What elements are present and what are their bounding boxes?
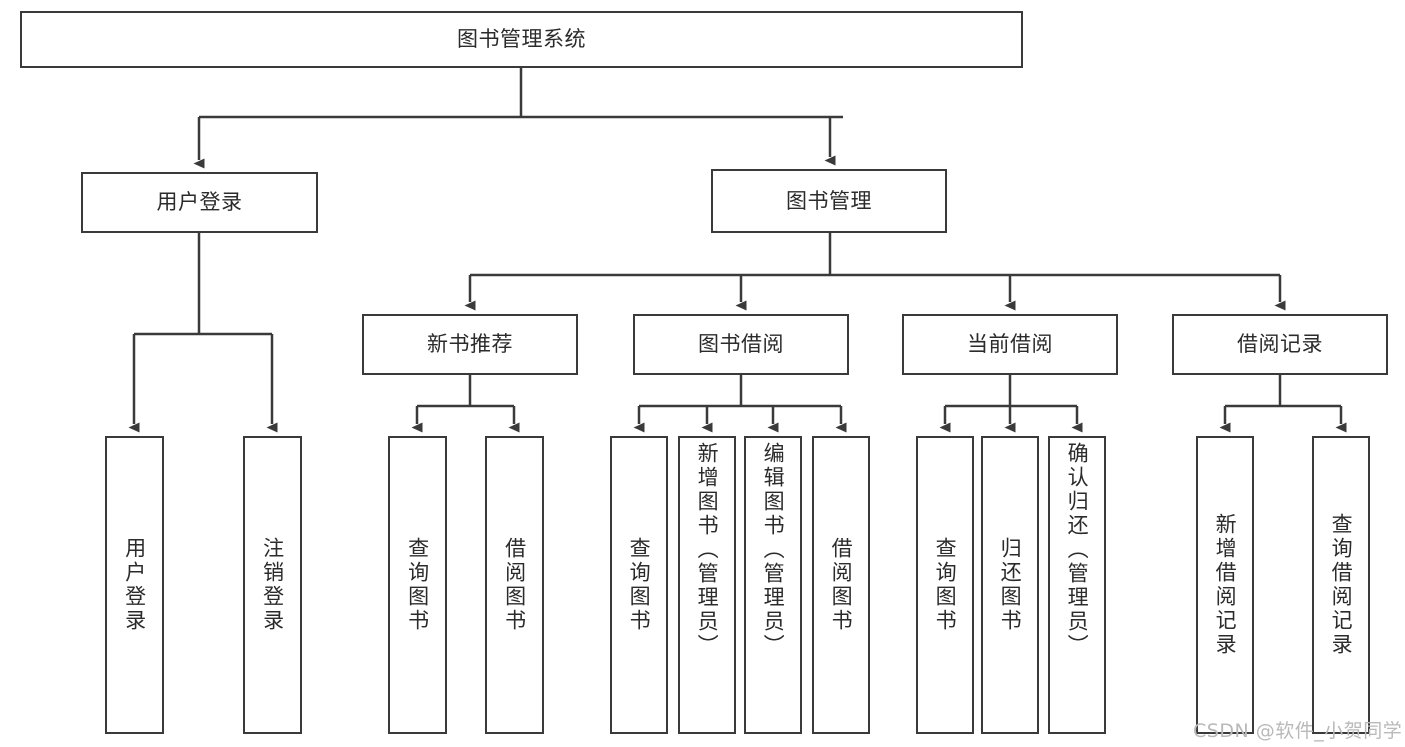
node-leaf-borrow-borrow-book[interactable]: 借阅图书 — [812, 436, 870, 734]
node-current-borrow-label: 当前借阅 — [967, 332, 1053, 357]
node-leaf-cur-return-book[interactable]: 归还图书 — [981, 436, 1039, 734]
node-leaf-user-logout[interactable]: 注销登录 — [243, 436, 302, 734]
node-leaf-cur-return-book-label: 归还图书 — [998, 537, 1023, 633]
node-leaf-rec-query-book-label: 查询图书 — [405, 537, 430, 633]
node-new-book-rec[interactable]: 新书推荐 — [362, 314, 578, 375]
node-leaf-rec-query-record[interactable]: 查询借阅记录 — [1312, 436, 1370, 734]
node-leaf-borrow-add-book[interactable]: 新增图书（管理员） — [678, 436, 736, 734]
node-book-borrow[interactable]: 图书借阅 — [633, 314, 849, 375]
node-leaf-rec-query-record-label: 查询借阅记录 — [1329, 513, 1354, 657]
node-leaf-user-login-label: 用户登录 — [122, 537, 147, 633]
node-leaf-rec-borrow-book-label: 借阅图书 — [502, 537, 527, 633]
node-leaf-borrow-add-book-label: 新增图书（管理员） — [695, 442, 720, 658]
node-leaf-borrow-edit-book[interactable]: 编辑图书（管理员） — [744, 436, 802, 734]
node-borrow-record[interactable]: 借阅记录 — [1172, 314, 1388, 375]
node-new-book-rec-label: 新书推荐 — [427, 332, 513, 357]
node-leaf-borrow-borrow-book-label: 借阅图书 — [829, 537, 854, 633]
node-leaf-cur-query-book[interactable]: 查询图书 — [916, 436, 974, 734]
node-borrow-record-label: 借阅记录 — [1237, 332, 1323, 357]
node-leaf-borrow-query-book[interactable]: 查询图书 — [610, 436, 668, 734]
node-leaf-borrow-query-book-label: 查询图书 — [627, 537, 652, 633]
node-user-login[interactable]: 用户登录 — [81, 172, 318, 233]
node-leaf-rec-add-record-label: 新增借阅记录 — [1213, 513, 1238, 657]
node-leaf-user-login[interactable]: 用户登录 — [105, 436, 164, 734]
node-leaf-user-logout-label: 注销登录 — [260, 537, 285, 633]
node-leaf-cur-confirm-return-label: 确认归还（管理员） — [1065, 442, 1090, 658]
node-leaf-rec-query-book[interactable]: 查询图书 — [388, 436, 447, 734]
node-leaf-cur-query-book-label: 查询图书 — [933, 537, 958, 633]
node-current-borrow[interactable]: 当前借阅 — [902, 314, 1118, 375]
node-leaf-cur-confirm-return[interactable]: 确认归还（管理员） — [1048, 436, 1106, 734]
node-user-login-label: 用户登录 — [156, 190, 243, 215]
node-book-borrow-label: 图书借阅 — [698, 332, 784, 357]
csdn-watermark: CSDN @软件_小贺同学 — [1193, 720, 1403, 742]
node-leaf-borrow-edit-book-label: 编辑图书（管理员） — [761, 442, 786, 658]
node-book-manage[interactable]: 图书管理 — [711, 169, 947, 233]
node-book-manage-label: 图书管理 — [786, 188, 872, 213]
node-leaf-rec-add-record[interactable]: 新增借阅记录 — [1196, 436, 1254, 734]
node-root[interactable]: 图书管理系统 — [20, 11, 1023, 68]
node-leaf-rec-borrow-book[interactable]: 借阅图书 — [485, 436, 544, 734]
node-root-label: 图书管理系统 — [457, 27, 586, 52]
